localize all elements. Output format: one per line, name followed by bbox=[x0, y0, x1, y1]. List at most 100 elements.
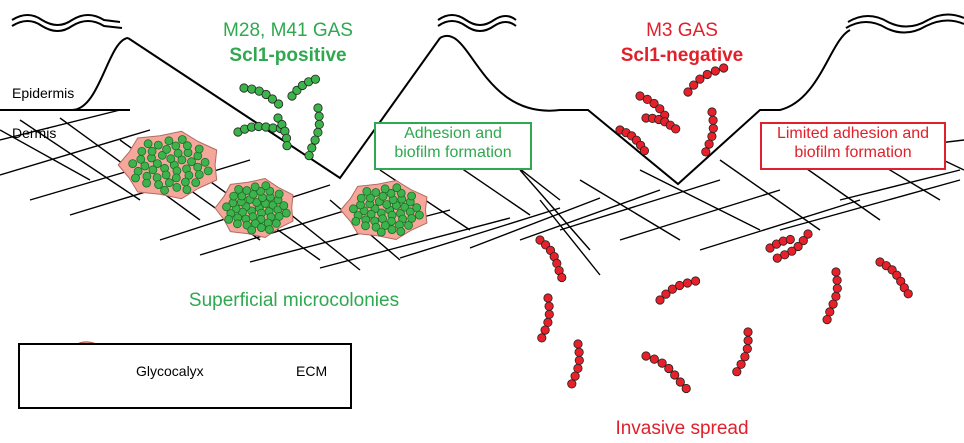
coccus bbox=[787, 246, 797, 256]
red-chain-12 bbox=[772, 229, 813, 263]
coccus bbox=[719, 63, 729, 73]
coccus bbox=[831, 291, 841, 301]
coccus bbox=[193, 162, 203, 172]
coccus bbox=[279, 201, 289, 211]
glycocalyx-cluster-3 bbox=[340, 180, 428, 240]
coccus bbox=[674, 280, 685, 291]
coccus bbox=[164, 178, 174, 188]
coccus bbox=[203, 166, 213, 176]
red-chain-1 bbox=[635, 91, 670, 120]
coccus bbox=[182, 185, 192, 195]
coccus bbox=[247, 225, 257, 235]
coccus bbox=[184, 170, 194, 180]
green-chain-3 bbox=[233, 121, 285, 137]
coccus bbox=[140, 161, 150, 171]
right-phenotype-label: Scl1-negative bbox=[620, 45, 744, 66]
left-phenotype-label: Scl1-positive bbox=[229, 45, 347, 66]
coccus bbox=[708, 115, 718, 125]
coccus bbox=[282, 141, 292, 151]
coccus bbox=[822, 314, 832, 325]
coccus bbox=[740, 352, 750, 362]
red-chain-11 bbox=[732, 327, 753, 377]
coccus bbox=[366, 209, 376, 219]
coccus bbox=[261, 89, 271, 100]
bacteria-chains bbox=[233, 63, 913, 394]
coccus bbox=[154, 180, 164, 190]
ecm-fiber bbox=[619, 189, 781, 241]
coccus bbox=[655, 295, 665, 305]
limited-adhesion-box: Limited adhesion and biofilm formation bbox=[760, 122, 946, 170]
coccus bbox=[544, 301, 554, 311]
coccus bbox=[414, 210, 424, 220]
coccus bbox=[200, 157, 210, 167]
coccus bbox=[380, 221, 390, 230]
coccus bbox=[143, 139, 153, 149]
ecm-fiber bbox=[19, 119, 141, 201]
glycocalyx-cluster-1 bbox=[117, 130, 218, 200]
coccus bbox=[407, 191, 417, 201]
coccus bbox=[182, 141, 192, 151]
coccus bbox=[177, 155, 187, 165]
invasive-spread-label: Invasive spread bbox=[615, 418, 749, 439]
coccus bbox=[661, 289, 671, 299]
coccus bbox=[832, 275, 842, 285]
coccus bbox=[222, 202, 231, 212]
coccus bbox=[704, 139, 714, 149]
right-strain-label: M3 GAS bbox=[646, 20, 718, 41]
coccus bbox=[743, 335, 753, 346]
coccus bbox=[707, 107, 717, 117]
coccus bbox=[153, 140, 163, 150]
coccus bbox=[681, 383, 691, 394]
coccus bbox=[732, 367, 742, 377]
coccus bbox=[828, 299, 838, 309]
red-chain-4 bbox=[615, 125, 650, 156]
coccus bbox=[793, 241, 803, 252]
coccus bbox=[250, 219, 260, 228]
ecm-fiber bbox=[779, 179, 961, 231]
ecm-fiber bbox=[399, 207, 561, 259]
coccus bbox=[649, 354, 659, 364]
coccus bbox=[708, 123, 718, 133]
ecm-fiber bbox=[719, 159, 821, 231]
glycocalyx-cluster-2 bbox=[214, 178, 294, 238]
ecm-fiber bbox=[559, 179, 721, 231]
coccus bbox=[543, 317, 553, 327]
coccus bbox=[371, 188, 381, 197]
coccus bbox=[267, 94, 277, 104]
epidermis-label: Epidermis bbox=[12, 85, 75, 101]
ecm-fiber bbox=[639, 169, 761, 231]
coccus bbox=[142, 178, 152, 188]
coccus bbox=[742, 344, 752, 354]
coccus bbox=[831, 267, 841, 277]
red-chain-13 bbox=[822, 267, 842, 325]
coccus bbox=[567, 379, 577, 389]
coccus bbox=[695, 74, 705, 84]
coccus bbox=[310, 135, 320, 145]
ecm-fiber bbox=[0, 129, 91, 181]
coccus bbox=[683, 87, 693, 97]
coccus bbox=[378, 191, 388, 201]
coccus bbox=[382, 200, 392, 209]
coccus bbox=[148, 165, 158, 175]
coccus bbox=[307, 143, 317, 153]
red-chain-6 bbox=[535, 235, 567, 283]
coccus bbox=[187, 157, 196, 167]
coccus bbox=[386, 188, 396, 198]
coccus bbox=[903, 289, 913, 299]
coccus bbox=[232, 219, 242, 229]
coccus bbox=[641, 351, 651, 361]
superficial-microcolonies-label: Superficial microcolonies bbox=[188, 290, 400, 311]
adhesion-box: Adhesion and biofilm formation bbox=[374, 122, 532, 170]
coccus bbox=[264, 225, 274, 234]
ecm-fiber bbox=[699, 199, 861, 251]
coccus bbox=[304, 151, 314, 161]
green-chain-2 bbox=[287, 74, 320, 101]
coccus bbox=[664, 363, 674, 374]
coccus bbox=[642, 94, 652, 105]
coccus bbox=[136, 154, 146, 164]
coccus bbox=[635, 91, 645, 101]
coccus bbox=[161, 170, 171, 180]
coccus bbox=[540, 325, 550, 335]
ecm-fiber bbox=[0, 109, 121, 141]
